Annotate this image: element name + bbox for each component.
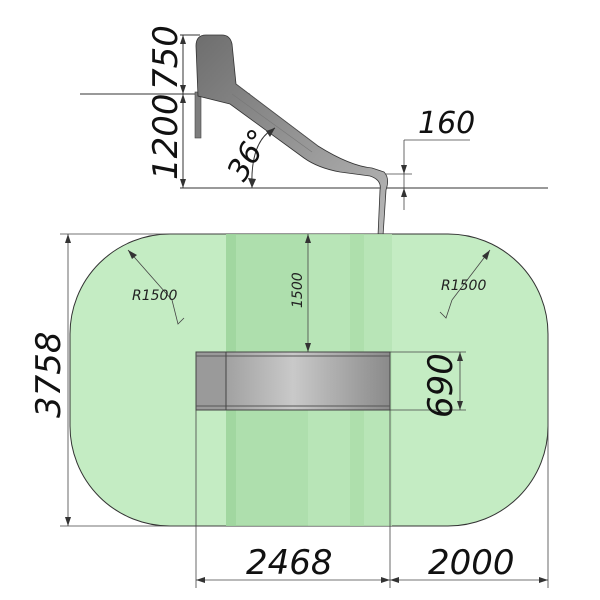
exit-arrow-bottom — [401, 188, 407, 197]
runout-arrow-bottom — [305, 343, 311, 352]
length-arrow-right — [381, 577, 390, 583]
exit-height-label: 160 — [418, 106, 475, 141]
depth-arrow-top — [65, 234, 71, 243]
support-post — [194, 91, 202, 139]
dim-arrow-top — [180, 35, 186, 44]
width-label: 690 — [421, 353, 461, 418]
slide-plan — [195, 351, 391, 411]
slide-chute-edge — [235, 83, 319, 147]
radius-right-label: R1500 — [441, 278, 486, 294]
slide-height-label: 1200 — [146, 93, 186, 180]
radius-left-tail — [171, 299, 185, 325]
dim-arrow-bottom — [180, 179, 186, 188]
runoff-arrow-left — [390, 577, 399, 583]
radius-left-arrow — [128, 250, 137, 259]
slide-profile — [195, 34, 388, 237]
length-label: 2468 — [246, 543, 333, 583]
runout-arrow-top — [305, 234, 311, 243]
radius-right-leader — [451, 249, 491, 301]
depth-arrow-bottom — [65, 517, 71, 526]
depth-label: 3758 — [29, 331, 69, 418]
runoff-arrow-right — [539, 577, 548, 583]
slide-bed — [195, 351, 391, 411]
exit-arrow-top — [401, 165, 407, 174]
runoff-label: 2000 — [428, 543, 515, 583]
slide-chute-inner — [231, 93, 313, 153]
radius-left-label: R1500 — [132, 288, 177, 304]
length-arrow-left — [196, 577, 205, 583]
plan-view: R1500 R1500 1500 3758 690 2468 — [29, 233, 549, 588]
radius-right-arrow — [482, 250, 490, 260]
dim-arrow-mid-a — [180, 85, 186, 94]
side-elevation: 36° 750 1200 160 — [80, 25, 548, 237]
radius-right-tail — [439, 299, 453, 319]
dim-arrow-mid-b — [180, 94, 186, 103]
slide-platform-end — [195, 351, 227, 411]
angle-arrow-top — [266, 128, 275, 137]
width-arrow-top — [457, 352, 463, 361]
radius-left-leader — [127, 249, 173, 301]
platform-height-label: 750 — [146, 25, 186, 90]
width-arrow-bottom — [457, 401, 463, 410]
angle-arrow-bottom — [248, 178, 256, 188]
runout-label: 1500 — [290, 272, 306, 308]
